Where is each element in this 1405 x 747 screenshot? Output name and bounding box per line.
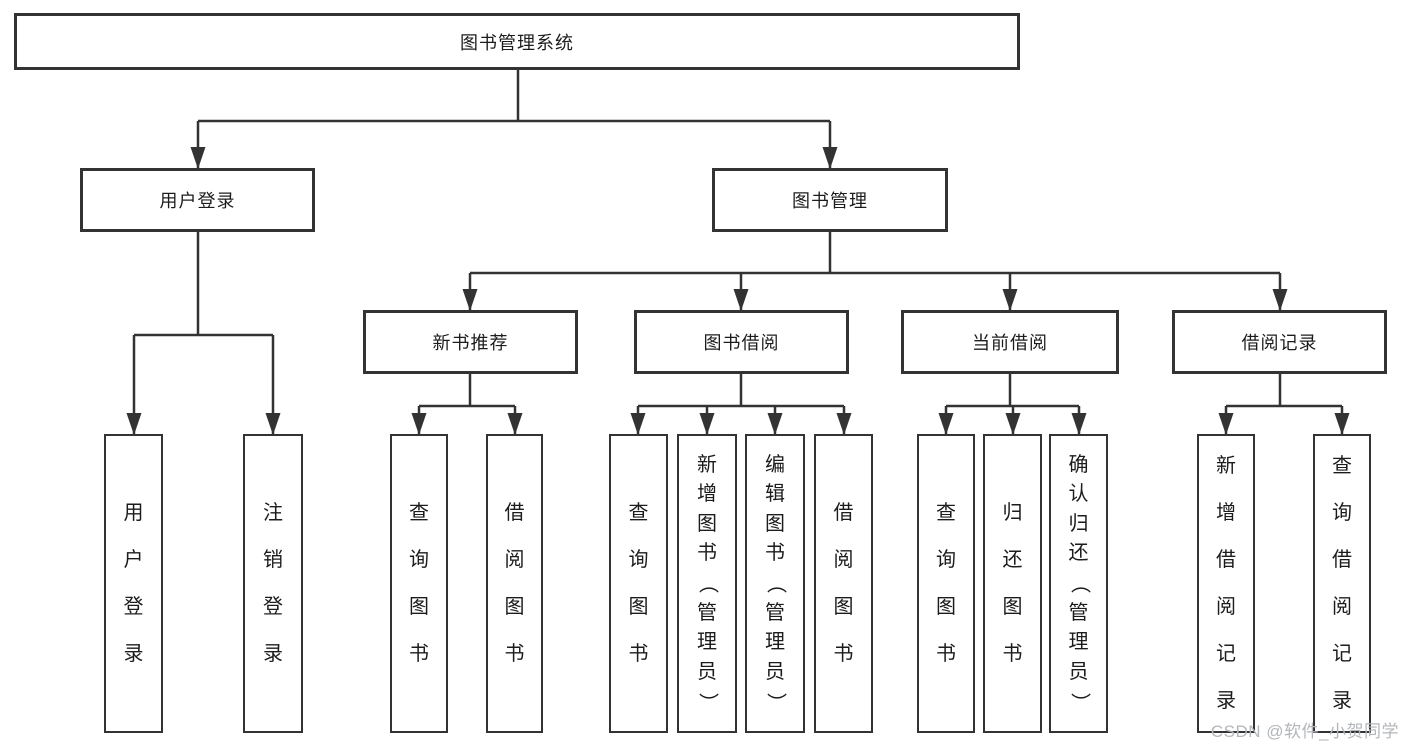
leaf-logout: 注销登录	[243, 434, 303, 733]
watermark: CSDN @软件_小贺同学	[1210, 722, 1399, 741]
leaf-query-books-borrow-label: 查询图书	[628, 501, 649, 665]
leaf-borrow-books-recommend: 借阅图书	[486, 434, 543, 733]
node-book-borrow-label: 图书借阅	[703, 333, 780, 353]
leaf-query-books-recommend-label: 查询图书	[409, 501, 429, 665]
leaf-add-book-admin-label: 新增图书（管理员）	[696, 453, 719, 712]
leaf-user-login: 用户登录	[104, 434, 163, 733]
node-borrow-records-label: 借阅记录	[1241, 333, 1318, 353]
leaf-add-book-admin: 新增图书（管理员）	[677, 434, 737, 733]
node-user-login-label: 用户登录	[159, 191, 236, 211]
leaf-return-book: 归还图书	[983, 434, 1042, 733]
leaf-confirm-return-admin: 确认归还（管理员）	[1049, 434, 1108, 733]
edges-recommend	[411, 374, 523, 435]
node-root-label: 图书管理系统	[460, 32, 574, 53]
edges-records	[1218, 374, 1350, 435]
node-borrow-records: 借阅记录	[1172, 310, 1387, 374]
node-current-borrow: 当前借阅	[901, 310, 1119, 374]
leaf-query-books-recommend: 查询图书	[390, 434, 448, 733]
node-new-book-recommend-label: 新书推荐	[432, 333, 509, 353]
leaf-edit-book-admin: 编辑图书（管理员）	[745, 434, 805, 733]
leaf-confirm-return-admin-label: 确认归还（管理员）	[1068, 453, 1090, 712]
leaf-query-books-current-label: 查询图书	[936, 501, 956, 665]
leaf-add-borrow-record-label: 新增借阅记录	[1216, 454, 1236, 712]
node-book-management-label: 图书管理	[792, 191, 868, 211]
edges-root	[190, 69, 838, 169]
leaf-query-borrow-record-label: 查询借阅记录	[1332, 454, 1352, 712]
leaf-query-borrow-record: 查询借阅记录	[1313, 434, 1371, 733]
edges-current	[938, 374, 1087, 435]
leaf-add-borrow-record: 新增借阅记录	[1197, 434, 1255, 733]
leaf-user-login-label: 用户登录	[123, 501, 144, 665]
leaf-logout-label: 注销登录	[263, 501, 283, 665]
leaf-borrow-books-borrow-label: 借阅图书	[833, 501, 854, 665]
leaf-borrow-books-borrow: 借阅图书	[814, 434, 873, 733]
leaf-return-book-label: 归还图书	[1002, 501, 1023, 665]
leaf-borrow-books-recommend-label: 借阅图书	[504, 501, 525, 665]
leaf-edit-book-admin-label: 编辑图书（管理员）	[764, 453, 787, 712]
leaf-query-books-borrow: 查询图书	[609, 434, 668, 733]
edges-borrow	[630, 374, 852, 435]
edges-user-login	[126, 232, 281, 435]
node-new-book-recommend: 新书推荐	[363, 310, 578, 374]
edges-book-management	[462, 232, 1288, 311]
node-user-login: 用户登录	[80, 168, 315, 232]
leaf-query-books-current: 查询图书	[917, 434, 975, 733]
node-book-borrow: 图书借阅	[634, 310, 849, 374]
node-root: 图书管理系统	[14, 13, 1020, 70]
node-current-borrow-label: 当前借阅	[972, 333, 1048, 353]
node-book-management: 图书管理	[712, 168, 948, 232]
